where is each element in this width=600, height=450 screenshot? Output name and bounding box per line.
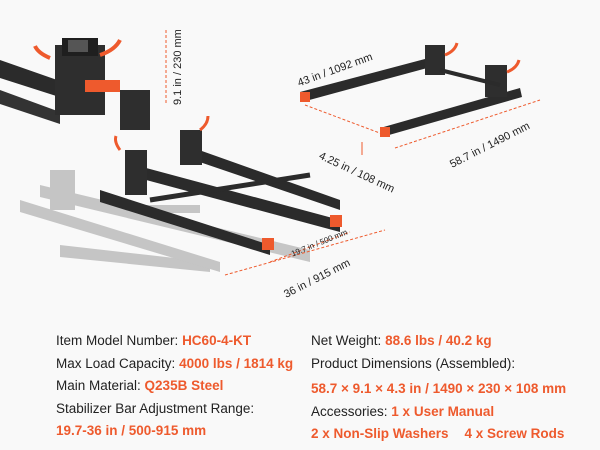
specs-left: Item Model Number: HC60-4-KT Max Load Ca… — [56, 330, 293, 443]
range-label: Stabilizer Bar Adjustment Range: — [56, 400, 255, 416]
main-forks — [100, 115, 342, 255]
fork-illustration — [0, 30, 541, 276]
accessory-2: 2 x Non-Slip Washers — [311, 426, 449, 441]
load-value: 4000 lbs / 1814 kg — [179, 355, 294, 371]
material-label: Main Material: — [56, 378, 141, 393]
dims-label: Product Dimensions (Assembled): — [311, 355, 516, 371]
weight-label: Net Weight: — [311, 333, 382, 348]
weight-value: 88.6 lbs / 40.2 kg — [385, 333, 492, 348]
top-right-forks — [300, 42, 522, 137]
model-label: Item Model Number: — [56, 333, 179, 348]
accessories-label: Accessories: — [311, 403, 388, 419]
specs-right: Net Weight: 88.6 lbs / 40.2 kg Product D… — [311, 330, 566, 446]
accessory-3: 4 x Screw Rods — [464, 426, 565, 441]
range-value: 19.7-36 in / 500-915 mm — [56, 423, 207, 438]
dims-value: 58.7 × 9.1 × 4.3 in / 1490 × 230 × 108 m… — [311, 381, 567, 396]
accessory-1: 1 x User Manual — [391, 403, 495, 419]
material-value: Q235B Steel — [144, 378, 224, 393]
bracket-closeup — [0, 38, 150, 130]
model-value: HC60-4-KT — [182, 333, 252, 348]
bracket-height-label: 9.1 in / 230 mm — [172, 29, 184, 105]
load-label: Max Load Capacity: — [56, 355, 176, 371]
